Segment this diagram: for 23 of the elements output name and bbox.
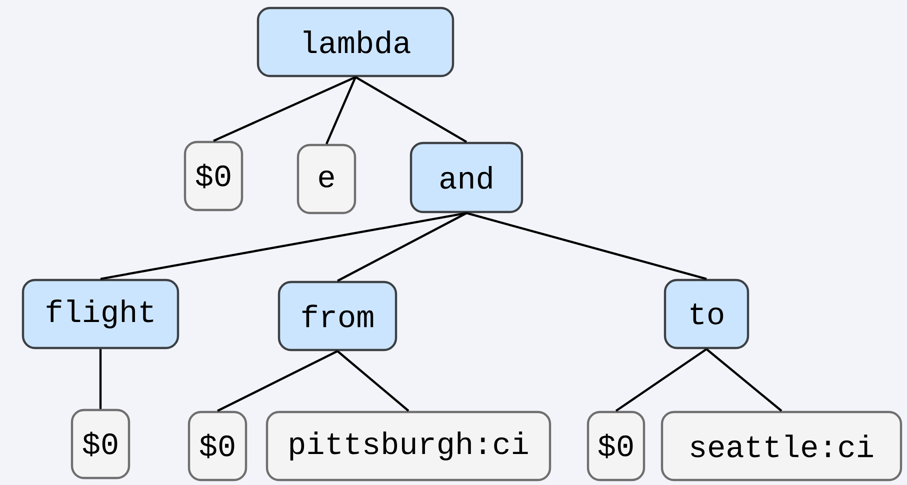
tree-edge: [354, 76, 468, 143]
tree-edge: [706, 348, 782, 412]
leaf-node-box: seattle:ci: [660, 410, 902, 482]
tree-edge: [466, 212, 707, 280]
leaf-node-box: $0: [70, 408, 130, 480]
tree-edge: [326, 76, 357, 144]
tree-edge: [217, 350, 338, 412]
leaf-node-box: $0: [184, 140, 244, 212]
tree-edge: [213, 76, 356, 142]
tree-edge: [615, 348, 708, 412]
tree-node-box: and: [410, 142, 524, 214]
leaf-node-box: e: [296, 144, 356, 214]
tree-edge: [99, 349, 102, 409]
leaf-node-box: $0: [188, 410, 248, 482]
tree-node-box: flight: [22, 278, 180, 350]
tree-edge: [100, 212, 467, 280]
tree-edge: [336, 350, 410, 412]
tree-node-box: from: [278, 280, 398, 352]
leaf-node-box: $0: [586, 410, 646, 482]
tree-edge: [337, 212, 468, 282]
tree-node-box: to: [664, 278, 750, 350]
leaf-node-box: pittsburgh:ci: [266, 410, 552, 482]
tree-node-box: lambda: [256, 6, 454, 78]
